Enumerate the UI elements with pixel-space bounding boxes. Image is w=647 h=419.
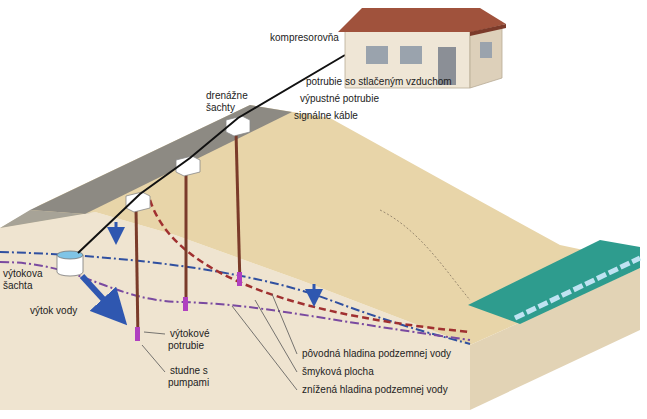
pump — [135, 327, 140, 341]
cable-label: signálne káble — [294, 110, 358, 121]
label-holder: kompresorovňa — [270, 32, 339, 44]
curve-label: šmyková plocha — [300, 366, 376, 377]
pump — [183, 297, 188, 311]
label-holder: výtokova šachta — [3, 268, 53, 292]
gravel-edge — [0, 210, 95, 228]
water-arrow — [313, 284, 316, 298]
drainage-shafts — [126, 116, 250, 212]
well-pipe — [236, 132, 240, 285]
river — [468, 240, 640, 324]
scarp-line — [380, 210, 470, 300]
label-holder: výtok vody — [30, 305, 77, 317]
pipes-and-cables — [78, 55, 345, 253]
sand-slope — [0, 105, 640, 345]
label-holder: znížená hladina podzemnej vody — [300, 384, 450, 396]
well-label: studne s pumpami — [168, 365, 211, 388]
river-stripe — [515, 258, 640, 318]
outlet-shaft — [57, 251, 83, 276]
pipe-label: výpustné potrubie — [300, 93, 379, 104]
slip-surface — [150, 200, 470, 332]
pipe-label: výtokové potrubie — [168, 328, 209, 351]
original-water-table — [0, 252, 470, 344]
curve-label: pôvodná hladina podzemnej vody — [300, 348, 453, 359]
flow-label: výtok vody — [30, 305, 77, 316]
pump — [237, 272, 242, 286]
water-arrow — [115, 222, 118, 236]
building-label: kompresorovňa — [270, 32, 339, 43]
label-holder: šmyková plocha — [300, 366, 376, 378]
water-outflow-arrow — [82, 276, 115, 312]
label-holder: pôvodná hladina podzemnej vody — [300, 348, 453, 360]
curve-label: znížená hladina podzemnej vody — [300, 384, 450, 395]
label-holder: potrubie so stlačeným vzduchom — [306, 76, 452, 88]
label-holder: studne s pumpami — [168, 365, 230, 389]
well-pipe — [185, 172, 188, 310]
shaft-label: drenážne šachty — [206, 90, 248, 113]
pipe-label: potrubie so stlačeným vzduchom — [306, 76, 452, 87]
shaft-label: výtokova šachta — [3, 268, 42, 291]
label-holder: výpustné potrubie — [300, 93, 379, 105]
leader-lines — [142, 294, 297, 390]
well-pipe — [136, 208, 138, 340]
gravel-road — [30, 105, 292, 214]
label-holder: drenážne šachty — [206, 90, 256, 114]
label-holder: signálne káble — [294, 110, 358, 122]
label-holder: výtokové potrubie — [168, 328, 230, 352]
